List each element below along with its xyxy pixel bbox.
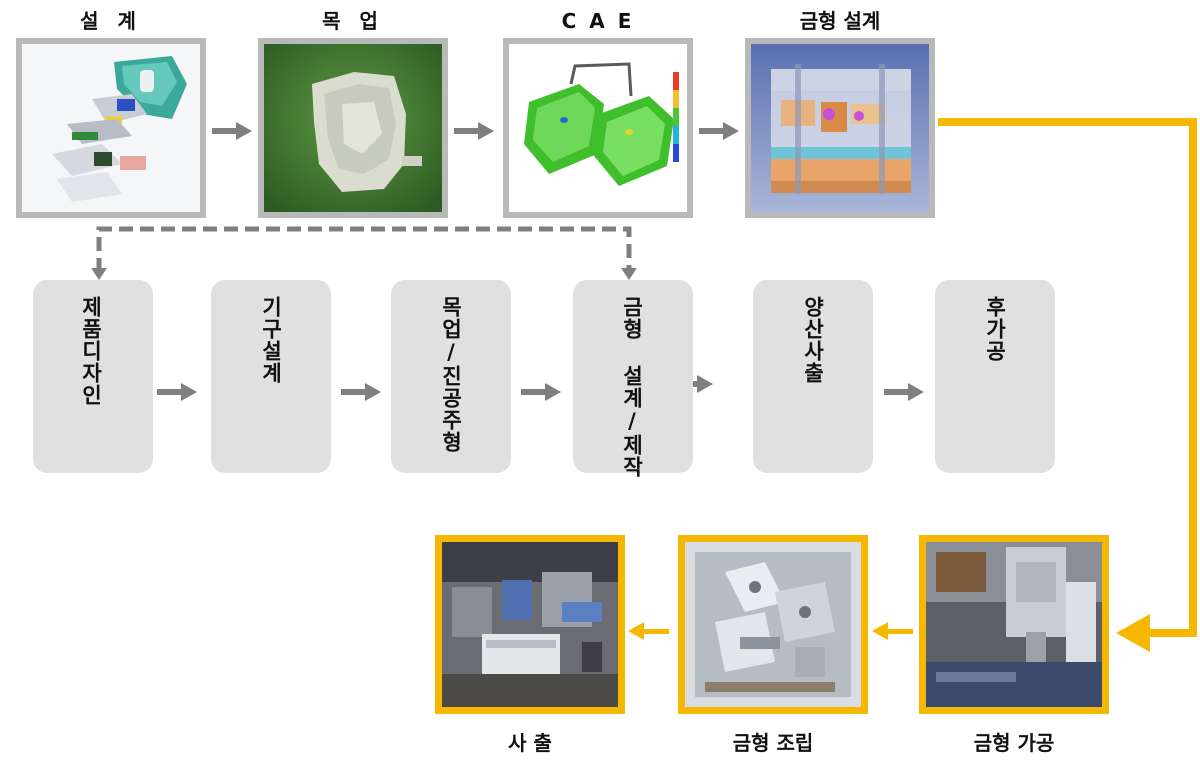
process-label-mold-design-fabrication: 금형 설계/제작	[620, 296, 644, 478]
mold-design-image	[745, 38, 935, 218]
top-step-label-mold-design: 금형 설계	[799, 9, 881, 33]
process-box-post-processing: 후가공	[935, 280, 1055, 473]
bottom-step-label-mold-assembly: 금형 조립	[732, 731, 814, 755]
process-label-mass-production: 양산사출	[801, 296, 825, 384]
top-step-label-cae: C A E	[561, 9, 635, 33]
bottom-step-label-injection: 사 출	[508, 731, 552, 755]
bottom-step-label-mold-machining: 금형 가공	[973, 731, 1055, 755]
cae-image	[503, 38, 693, 218]
orange-flow-line	[938, 118, 1197, 652]
process-box-product-design: 제품디자인	[33, 280, 153, 473]
process-box-mockup-vacuum-casting: 목업/진공주형	[391, 280, 511, 473]
process-box-mechanical-design: 기구설계	[211, 280, 331, 473]
mold-machining-image	[919, 535, 1109, 714]
injection-image	[435, 535, 625, 714]
process-box-mold-design-fabrication: 금형 설계/제작	[573, 280, 693, 478]
design-image	[16, 38, 206, 218]
top-arrows	[212, 122, 739, 140]
top-step-label-mockup: 목 업	[322, 9, 384, 33]
process-label-post-processing: 후가공	[983, 296, 1007, 362]
process-label-product-design: 제품디자인	[79, 296, 103, 406]
process-label-mockup-vacuum-casting: 목업/진공주형	[439, 296, 463, 453]
process-box-mass-production: 양산사출	[753, 280, 873, 473]
top-step-label-design: 설 계	[80, 9, 142, 33]
bottom-arrows	[628, 622, 913, 640]
mold-assembly-image	[678, 535, 868, 714]
dashed-connector	[91, 226, 637, 280]
mockup-image	[258, 38, 448, 218]
process-label-mechanical-design: 기구설계	[259, 296, 283, 384]
